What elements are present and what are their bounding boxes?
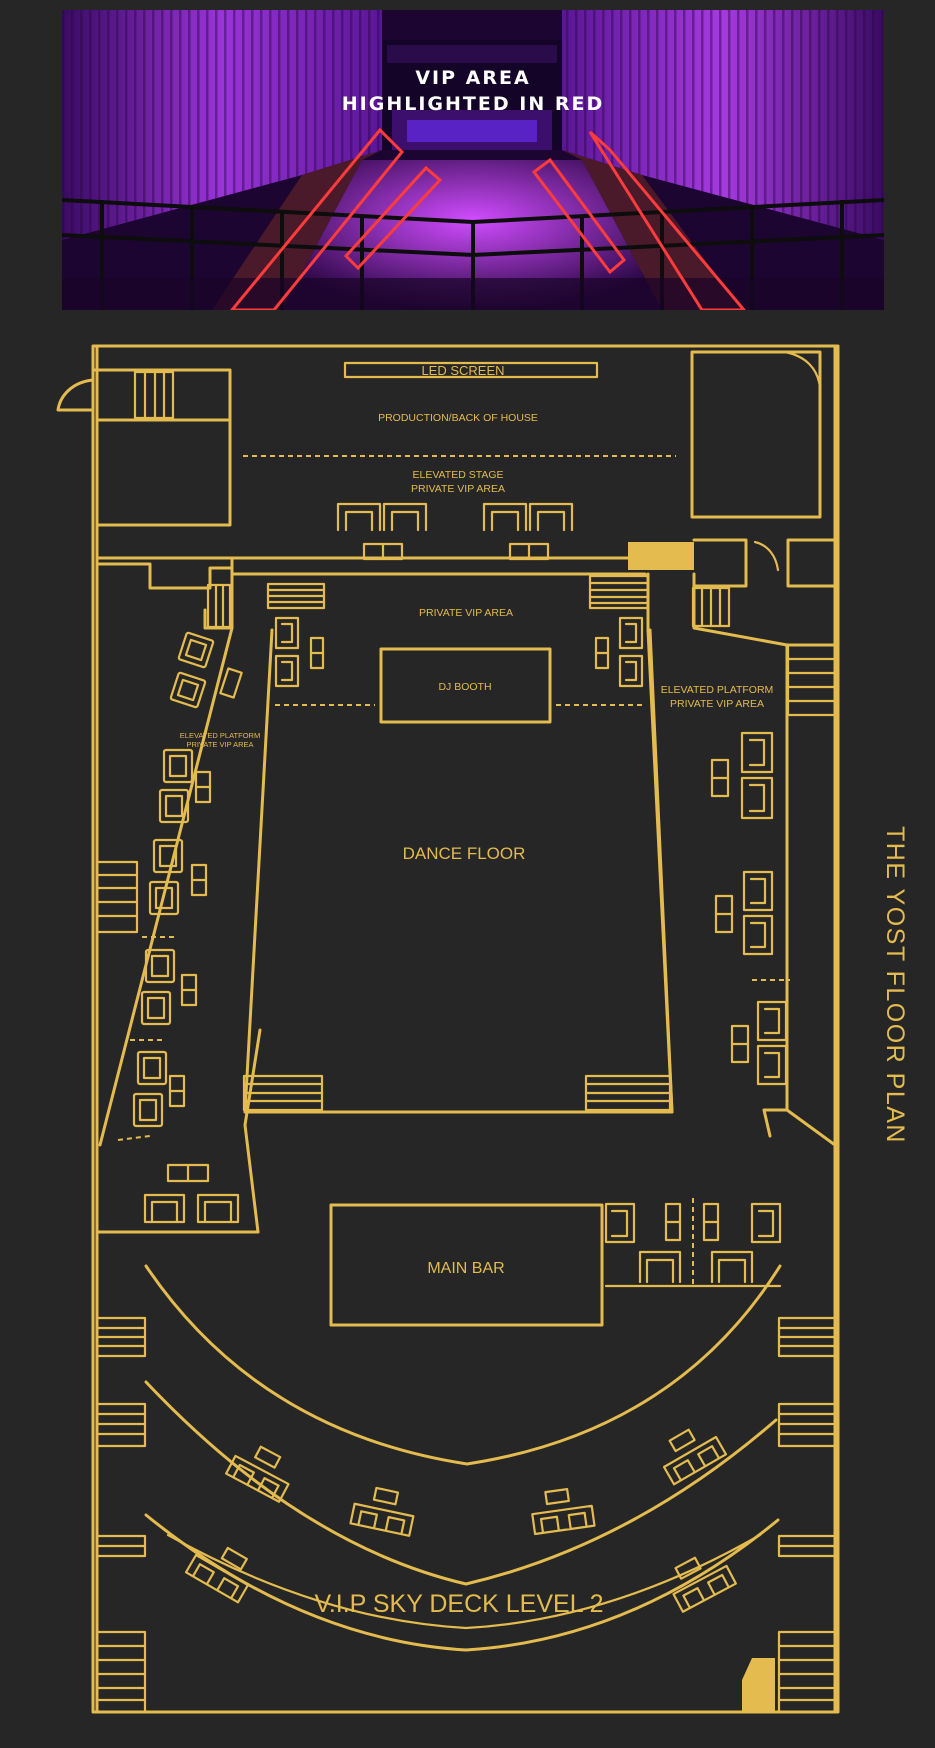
venue-photo: VIP AREA HIGHLIGHTED IN RED bbox=[62, 10, 884, 310]
bar-side-booths bbox=[604, 1198, 782, 1288]
outer-walls bbox=[91, 344, 840, 1714]
stage-booths bbox=[336, 502, 574, 561]
dj-side-booths bbox=[274, 616, 644, 688]
led-screen: LED SCREEN bbox=[343, 361, 599, 379]
sky-deck-stairs bbox=[95, 1316, 837, 1714]
left-platform-label-line2: PRIVATE VIP AREA bbox=[186, 740, 253, 749]
vip-highlight-outlines bbox=[230, 127, 746, 310]
right-platform bbox=[646, 572, 837, 1147]
floor-plan-title: THE YOST FLOOR PLAN bbox=[881, 826, 909, 1144]
left-platform-booths bbox=[132, 631, 243, 1224]
left-platform-label-line1: ELEVATED PLATFORM bbox=[180, 731, 260, 740]
stage-label-line2: PRIVATE VIP AREA bbox=[411, 483, 505, 495]
left-platform bbox=[95, 562, 262, 1234]
dance-floor-label: DANCE FLOOR bbox=[403, 844, 526, 863]
photo-title-line2: HIGHLIGHTED IN RED bbox=[342, 93, 604, 115]
sky-deck-label: V.I.P SKY DECK LEVEL 2 bbox=[314, 1590, 603, 1618]
door-arc bbox=[753, 540, 780, 572]
main-bar: MAIN BAR bbox=[329, 1203, 604, 1327]
right-platform-label-line1: ELEVATED PLATFORM bbox=[661, 684, 774, 696]
private-vip-label: PRIVATE VIP AREA bbox=[419, 607, 513, 619]
photo-title-line1: VIP AREA bbox=[415, 67, 530, 89]
right-platform-booths bbox=[710, 731, 788, 1086]
stairs-stage-left bbox=[266, 582, 326, 610]
dj-booth: DJ BOOTH bbox=[379, 647, 552, 724]
dj-booth-label: DJ BOOTH bbox=[438, 681, 491, 693]
venue-photo-illustration: VIP AREA HIGHLIGHTED IN RED bbox=[62, 10, 884, 310]
stage-front-edge bbox=[95, 556, 647, 576]
stage-step-block bbox=[628, 542, 694, 570]
dance-floor: DANCE FLOOR bbox=[242, 628, 674, 1114]
stair-room-top-left bbox=[56, 368, 232, 527]
right-platform-label-line2: PRIVATE VIP AREA bbox=[670, 698, 764, 710]
main-bar-label: MAIN BAR bbox=[427, 1260, 504, 1277]
service-room bbox=[692, 538, 748, 588]
stage-label-line1: ELEVATED STAGE bbox=[412, 469, 503, 481]
sky-deck-booths bbox=[184, 1428, 737, 1613]
led-screen-label: LED SCREEN bbox=[421, 363, 504, 378]
production-label: PRODUCTION/BACK OF HOUSE bbox=[378, 412, 538, 424]
room-top-right bbox=[690, 350, 822, 519]
side-room-right bbox=[786, 538, 837, 588]
stairs-stage-right bbox=[588, 574, 650, 610]
